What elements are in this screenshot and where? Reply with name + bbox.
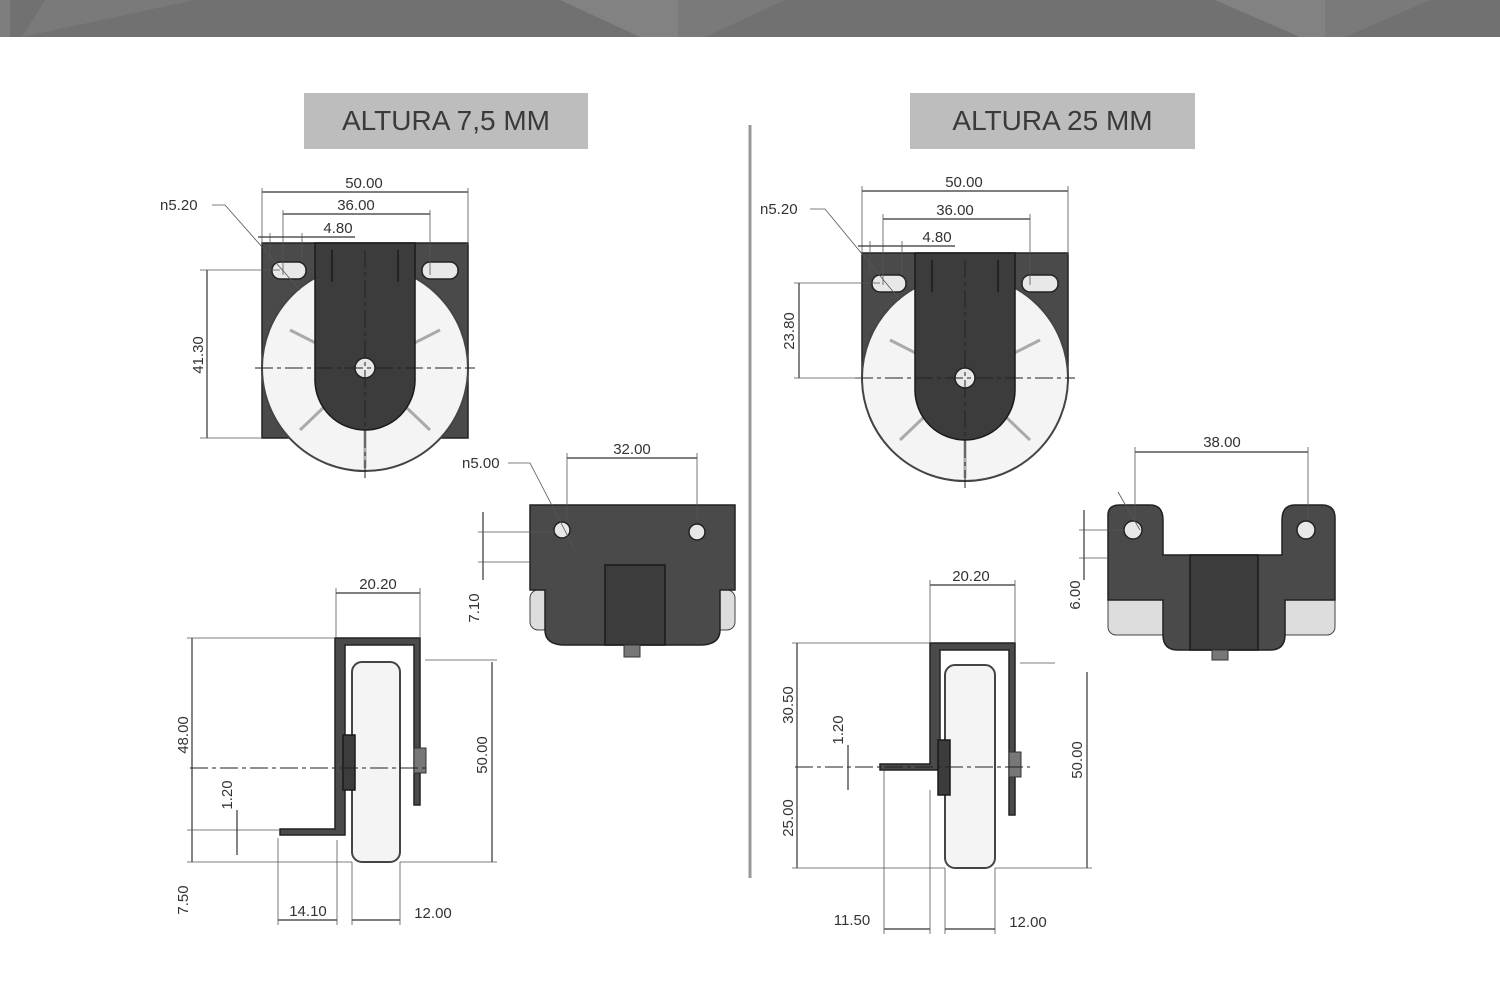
dim-height: 23.80	[781, 312, 798, 350]
right-top-view: 38.00 6.00	[1067, 434, 1336, 661]
dim-width: 50.00	[945, 174, 983, 191]
dim-total-height: 50.00	[1069, 741, 1086, 779]
dim-hole-spacing: 32.00	[613, 441, 651, 458]
right-front-view: 50.00 36.00 4.80 n5.20 23.80	[760, 174, 1075, 488]
dim-foot: 11.50	[834, 912, 870, 929]
dim-hole: n5.00	[462, 455, 500, 472]
right-title: ALTURA 25 MM	[910, 93, 1195, 149]
dim-hole-spacing: 36.00	[936, 202, 974, 219]
dim-wheel-width: 12.00	[1009, 914, 1047, 931]
dim-bracket-width: 20.20	[952, 568, 990, 585]
left-title: ALTURA 7,5 MM	[304, 93, 588, 149]
dim-slot: n5.20	[760, 201, 798, 218]
right-side-view: 30.50 1.20 25.00 20.20 50.00 11.50 12.00	[780, 568, 1092, 934]
dim-height: 41.30	[190, 336, 207, 374]
dim-total-height: 50.00	[474, 736, 491, 774]
left-side-view: 20.20 48.00 1.20 50.00 7.50 14.10 12.00	[175, 576, 497, 925]
dim-thickness: 1.20	[219, 780, 236, 809]
dim-hole-spacing: 38.00	[1203, 434, 1241, 451]
dim-width: 50.00	[345, 175, 383, 192]
dim-slot: n5.20	[160, 197, 198, 214]
left-front-view: 50.00 36.00 4.80 n5.20 41.30	[160, 175, 475, 478]
dim-foot: 14.10	[289, 903, 327, 920]
header-bar	[0, 0, 1500, 37]
dim-slot-width: 4.80	[922, 229, 951, 246]
dim-height-upper: 30.50	[780, 686, 797, 724]
header-pattern	[0, 0, 1430, 37]
dim-thickness: 1.20	[830, 715, 847, 744]
left-top-view: 32.00 n5.00 7.10	[462, 441, 736, 658]
dim-clearance: 7.50	[175, 885, 192, 914]
dim-offset: 6.00	[1067, 580, 1084, 609]
dim-bracket-width: 20.20	[359, 576, 397, 593]
dim-wheel-width: 12.00	[414, 905, 452, 922]
dim-height-lower: 25.00	[780, 799, 797, 837]
dim-slot-width: 4.80	[323, 220, 352, 237]
dim-height-bracket: 48.00	[175, 716, 192, 754]
dim-offset: 7.10	[466, 593, 483, 622]
dim-hole-spacing: 36.00	[337, 197, 375, 214]
